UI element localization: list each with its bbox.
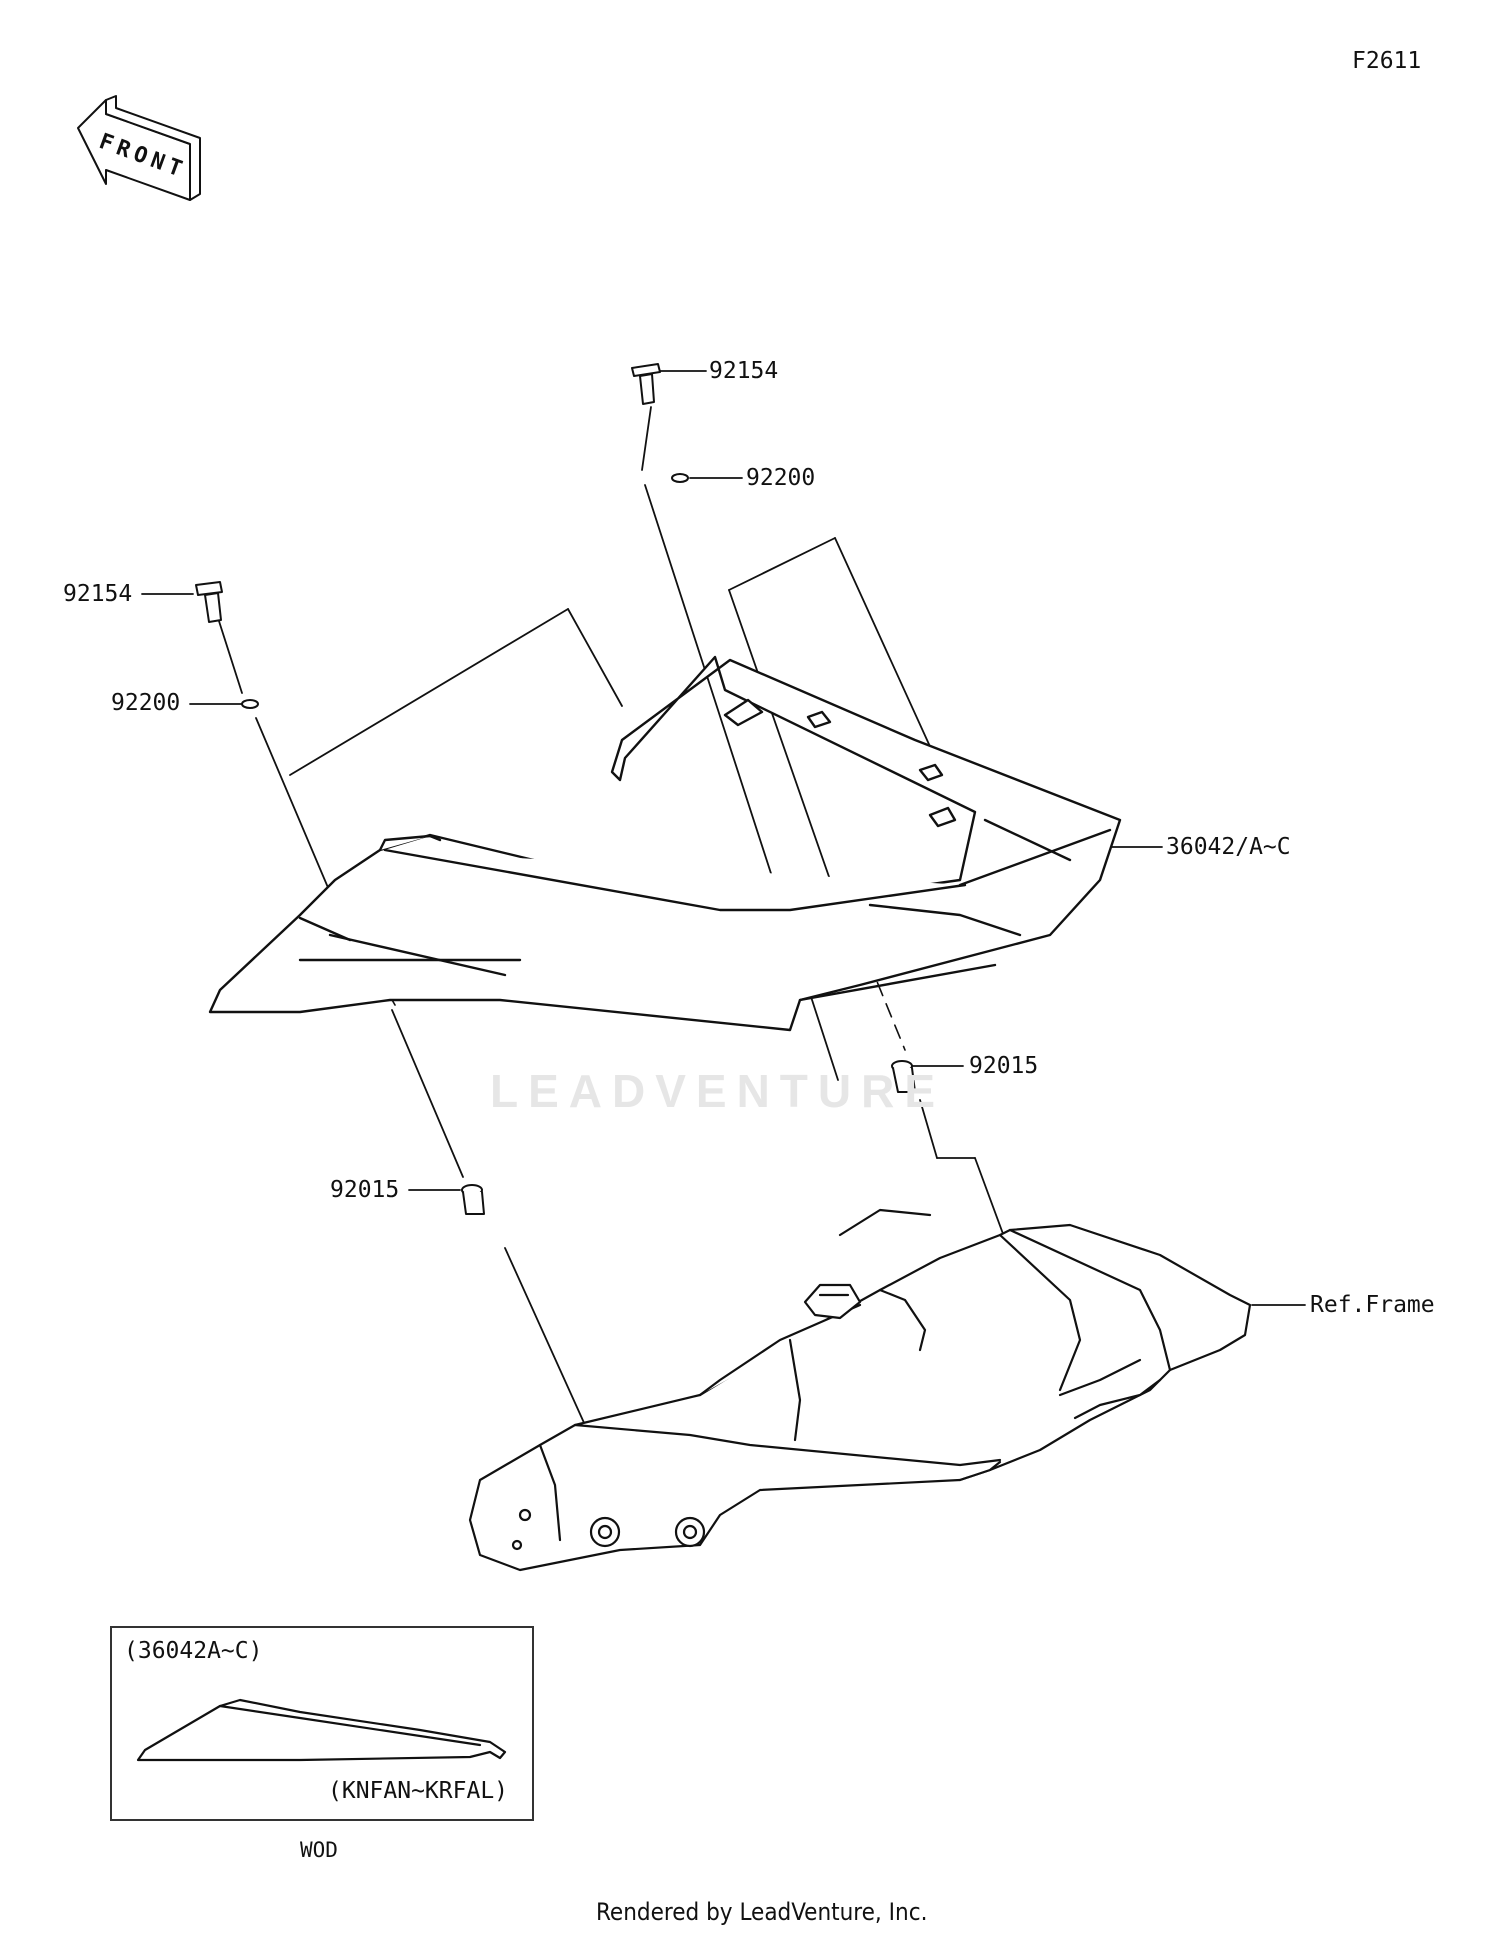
seat-cowl xyxy=(208,655,1122,1032)
part-label-92200-left: 92200 xyxy=(111,690,181,716)
part-label-92154-left: 92154 xyxy=(63,581,133,607)
diagram-code: F2611 xyxy=(1352,48,1422,74)
part-label-36042: 36042/A~C xyxy=(1166,834,1291,860)
inset-cowl xyxy=(136,1698,507,1762)
collar-left xyxy=(461,1184,485,1215)
bolt-top xyxy=(631,363,661,405)
watermark: LEADVENTURE xyxy=(490,1065,946,1117)
bolt-left xyxy=(195,581,223,623)
rear-frame xyxy=(468,1208,1252,1572)
part-label-92154-top: 92154 xyxy=(709,358,779,384)
part-label-92015-left: 92015 xyxy=(330,1177,400,1203)
collar-right xyxy=(891,1060,916,1093)
part-label-ref-frame: Ref.Frame xyxy=(1310,1292,1435,1318)
inset-caption: WOD xyxy=(300,1838,338,1862)
inset-note: (KNFAN~KRFAL) xyxy=(328,1778,509,1804)
footer-credit: Rendered by LeadVenture, Inc. xyxy=(596,1898,928,1926)
front-arrow-icon xyxy=(77,95,201,201)
inset-title: (36042A~C) xyxy=(124,1638,263,1664)
part-label-92200-top: 92200 xyxy=(746,465,816,491)
part-label-92015-right: 92015 xyxy=(969,1053,1039,1079)
inset-box xyxy=(110,1626,534,1821)
